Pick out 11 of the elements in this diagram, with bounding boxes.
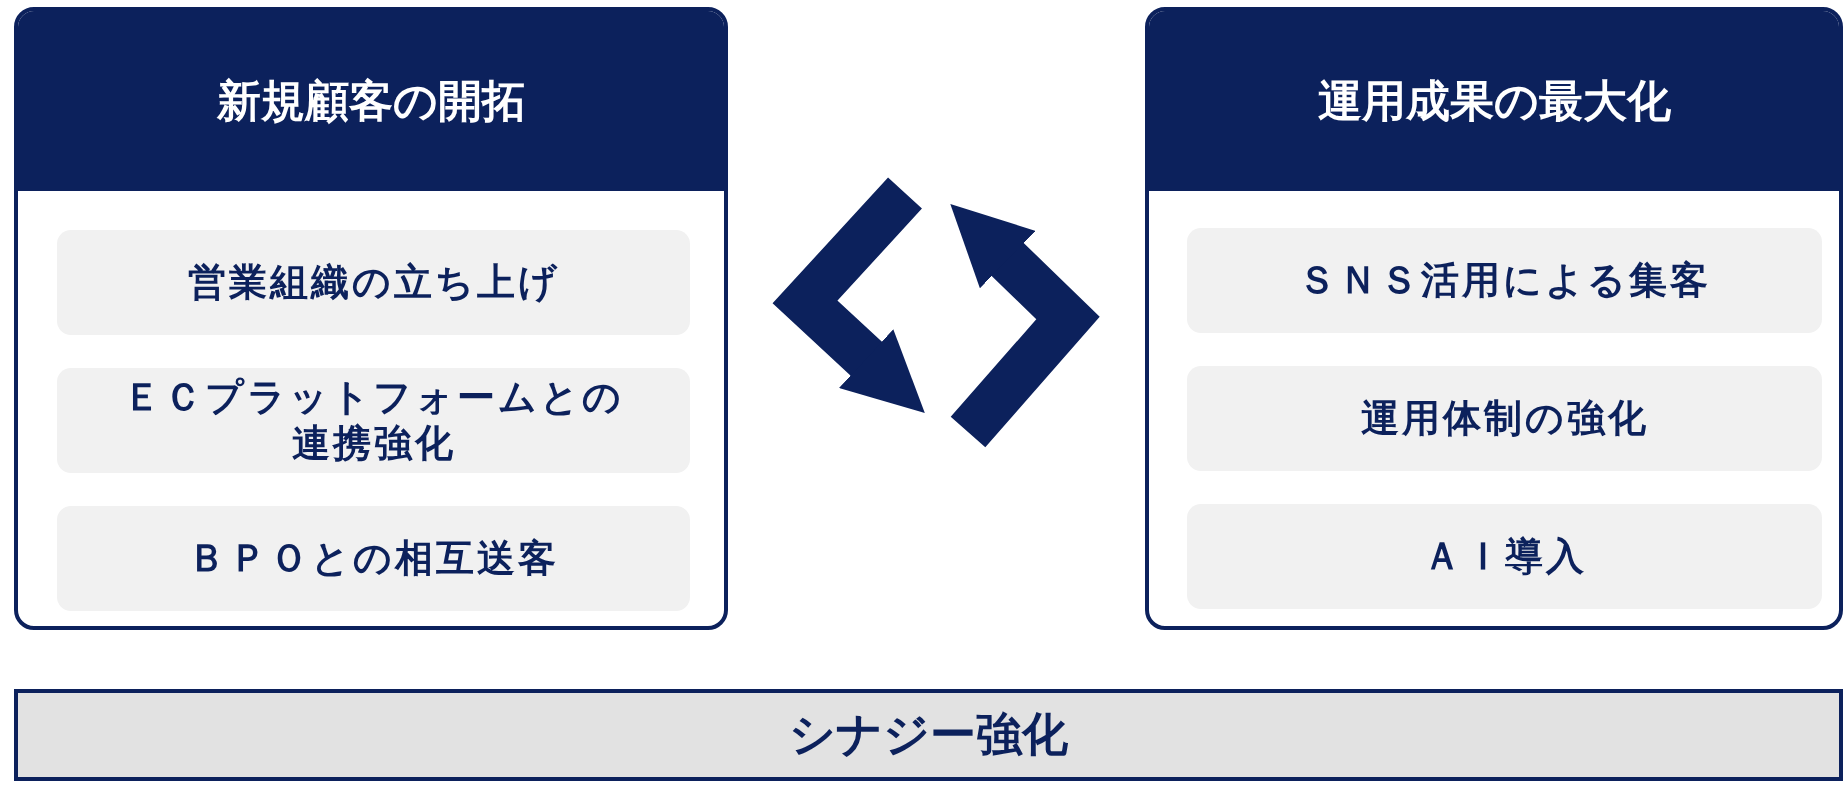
item-box: ＢＰＯとの相互送客 [57,506,690,611]
panel [1145,7,1843,630]
panel [14,7,728,630]
banner-box: シナジー強化 [14,689,1843,781]
panel-heading: 新規顧客の開拓 [18,11,724,191]
item-box: ＳＮＳ活用による集客 [1187,228,1822,333]
panel-heading: 運用成果の最大化 [1149,11,1839,191]
item-box: 運用体制の強化 [1187,366,1822,471]
item-box: ＥＣプラットフォームとの連携強化 [57,368,690,473]
item-box: 営業組織の立ち上げ [57,230,690,335]
item-box: ＡＩ導入 [1187,504,1822,609]
